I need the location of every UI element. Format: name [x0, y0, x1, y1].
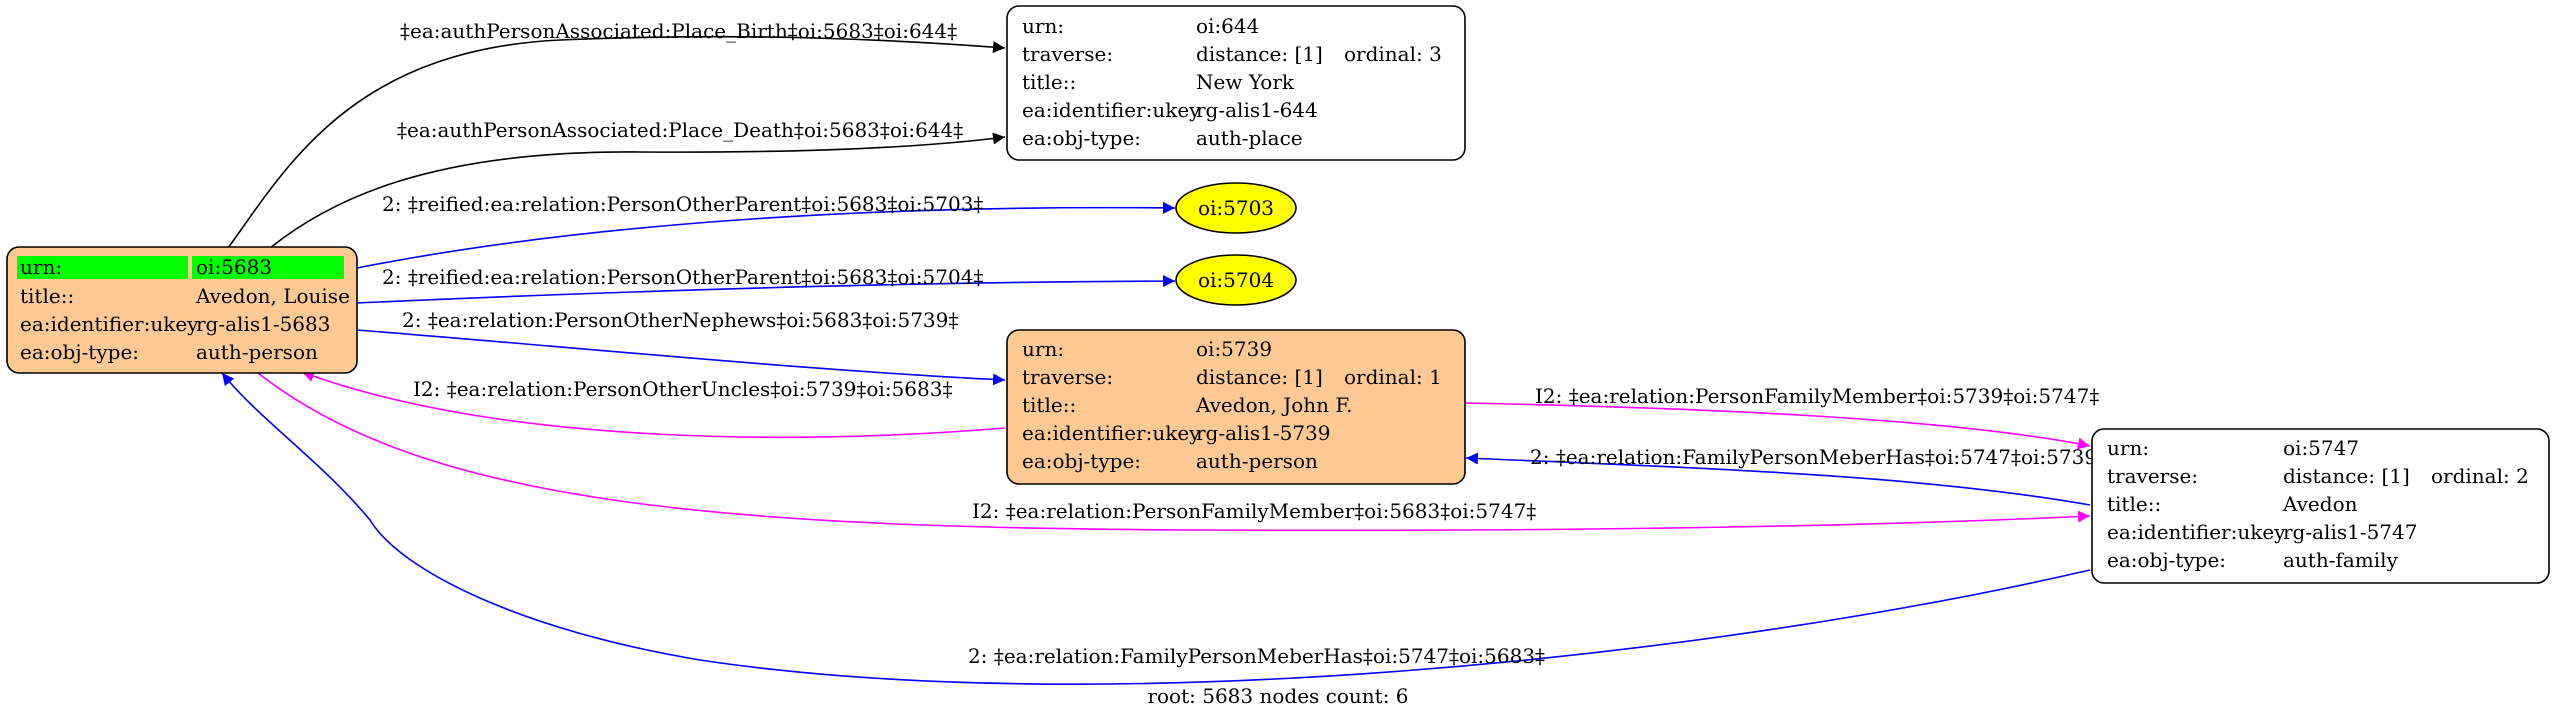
urn-highlight-value — [192, 256, 344, 279]
row-key: traverse: — [2107, 464, 2198, 488]
row-value: Avedon — [2282, 492, 2358, 516]
row-value: auth-family — [2283, 548, 2399, 572]
edge-place-birth-label: ‡ea:authPersonAssociated:Place_Birth‡oi:… — [400, 19, 957, 43]
edge-family-member-5739-label: I2: ‡ea:relation:PersonFamilyMember‡oi:5… — [1535, 384, 2099, 408]
urn-highlight-key — [17, 256, 188, 279]
row-key: ea:identifier:ukey — [1022, 421, 1201, 445]
row-value: rg-alis1-644 — [1196, 98, 1318, 122]
row-key: ea:obj-type: — [1022, 126, 1141, 150]
node-ellipse — [1175, 254, 1297, 306]
row-value: oi:644 — [1196, 14, 1259, 38]
edge-place-death-label: ‡ea:authPersonAssociated:Place_Death‡oi:… — [397, 118, 963, 142]
node-label: oi:5704 — [1198, 268, 1274, 292]
row-value: oi:5683 — [196, 255, 272, 279]
row-key: urn: — [1022, 14, 1064, 38]
node-oi-5704[interactable]: oi:5704 — [1175, 254, 1297, 306]
node-oi-5739[interactable]: urn: oi:5739 traverse: distance: [1] ord… — [1006, 329, 1466, 485]
node-label: oi:5703 — [1198, 196, 1274, 220]
row-key: ea:obj-type: — [20, 340, 139, 364]
node-box — [1006, 329, 1466, 485]
edge-other-uncles — [301, 370, 1006, 439]
edge-family-member-5683-label: I2: ‡ea:relation:PersonFamilyMember‡oi:5… — [972, 499, 1536, 523]
row-extra: ordinal: 1 — [1344, 365, 1442, 389]
row-value: Avedon, John F. — [1195, 393, 1353, 417]
edge-family-member-5683 — [257, 372, 2091, 532]
edges: ‡ea:authPersonAssociated:Place_Birth‡oi:… — [221, 19, 2107, 685]
edge-family-member-5739 — [1465, 402, 2091, 450]
edge-place-death — [269, 132, 1006, 249]
row-key: traverse: — [1022, 365, 1113, 389]
edge-family-person-5683-label: 2: ‡ea:relation:FamilyPersonMeberHas‡oi:… — [968, 644, 1545, 668]
edge-family-person-5739 — [1465, 452, 2091, 506]
row-key: title:: — [1022, 70, 1076, 94]
node-oi-5747[interactable]: urn: oi:5747 traverse: distance: [1] ord… — [2091, 428, 2550, 584]
edge-other-parent-5703 — [356, 201, 1176, 269]
row-key: title:: — [20, 284, 74, 308]
node-ellipse — [1175, 182, 1297, 234]
row-value: rg-alis1-5683 — [196, 312, 330, 336]
row-key: ea:identifier:ukey — [2107, 520, 2286, 544]
row-key: urn: — [2107, 436, 2149, 460]
row-value: Avedon, Louise — [195, 284, 350, 308]
row-extra: ordinal: 3 — [1344, 42, 1442, 66]
row-value: oi:5747 — [2283, 436, 2359, 460]
edge-other-parent-5704 — [356, 275, 1176, 304]
row-key: ea:identifier:ukey — [1022, 98, 1201, 122]
edge-other-nephews — [356, 329, 1006, 386]
row-key: ea:obj-type: — [2107, 548, 2226, 572]
node-box — [2091, 428, 2550, 584]
row-key: urn: — [20, 255, 62, 279]
node-box — [1006, 5, 1466, 161]
edge-place-birth — [227, 35, 1006, 249]
row-key: title:: — [2107, 492, 2161, 516]
row-key: title:: — [1022, 393, 1076, 417]
row-value: distance: [1] — [1196, 42, 1323, 66]
edge-other-parent-5704-label: 2: ‡reified:ea:relation:PersonOtherParen… — [382, 265, 983, 289]
row-key: urn: — [1022, 337, 1064, 361]
row-key: ea:identifier:ukey — [20, 312, 199, 336]
row-key: traverse: — [1022, 42, 1113, 66]
row-value: auth-place — [1196, 126, 1303, 150]
edge-family-person-5683 — [221, 372, 2091, 685]
edge-other-parent-5703-label: 2: ‡reified:ea:relation:PersonOtherParen… — [382, 192, 983, 216]
row-value: distance: [1] — [2283, 464, 2410, 488]
row-value: auth-person — [196, 340, 318, 364]
node-oi-5683[interactable]: urn: oi:5683 title:: Avedon, Louise ea:i… — [6, 246, 358, 374]
row-value: oi:5739 — [1196, 337, 1272, 361]
node-oi-5703[interactable]: oi:5703 — [1175, 182, 1297, 234]
row-value: New York — [1196, 70, 1295, 94]
graph-footer: root: 5683 nodes count: 6 — [1147, 684, 1408, 708]
node-oi-644[interactable]: urn: oi:644 traverse: distance: [1] ordi… — [1006, 5, 1466, 161]
row-value: rg-alis1-5739 — [1196, 421, 1330, 445]
row-value: auth-person — [1196, 449, 1318, 473]
edge-other-nephews-label: 2: ‡ea:relation:PersonOtherNephews‡oi:56… — [402, 308, 958, 332]
row-extra: ordinal: 2 — [2431, 464, 2529, 488]
edge-other-uncles-label: I2: ‡ea:relation:PersonOtherUncles‡oi:57… — [413, 377, 952, 401]
row-value: distance: [1] — [1196, 365, 1323, 389]
edge-family-person-5739-label: 2: ‡ea:relation:FamilyPersonMeberHas‡oi:… — [1530, 445, 2107, 469]
row-value: rg-alis1-5747 — [2283, 520, 2417, 544]
row-key: ea:obj-type: — [1022, 449, 1141, 473]
